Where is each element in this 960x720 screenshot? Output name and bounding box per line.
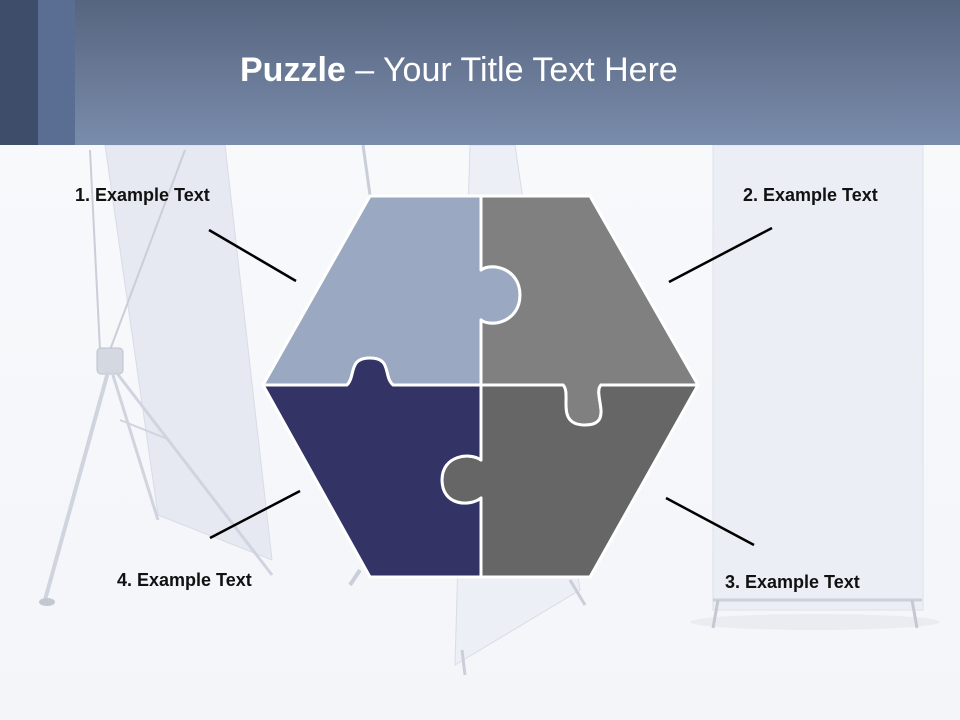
piece-4-label: 4. Example Text [117,570,252,590]
header-accent-dark [0,0,38,145]
title-bold: Puzzle [240,51,346,89]
header-accent-light [38,0,75,145]
piece-3-label: 3. Example Text [725,572,860,592]
puzzle-piece-4 [261,356,483,579]
connector-line-4 [209,489,301,540]
connector-line-3 [665,496,755,547]
title-rest: – Your Title Text Here [345,51,678,89]
connector-line-1 [208,228,297,283]
slide-title: Puzzle – Your Title Text Here [240,48,678,92]
header-banner [0,0,960,145]
connector-line-2 [668,226,773,284]
piece-1-label: 1. Example Text [75,185,210,205]
piece-2-label: 2. Example Text [743,185,878,205]
